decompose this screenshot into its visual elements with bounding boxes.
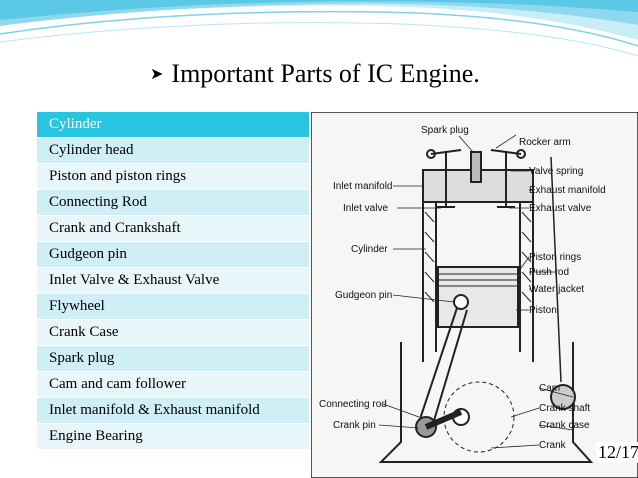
label-rocker-arm: Rocker arm xyxy=(519,137,571,148)
table-row: Cylinder head xyxy=(37,137,309,164)
label-cylinder: Cylinder xyxy=(351,244,388,255)
engine-body-drawing xyxy=(378,149,594,463)
label-cam: Cam xyxy=(539,383,560,394)
table-row: Crank Case xyxy=(37,319,309,346)
label-connecting-rod: Connecting rod xyxy=(319,399,387,410)
bullet-arrow-icon: ➤ xyxy=(150,66,164,83)
table-cell: Flywheel xyxy=(37,293,309,320)
label-exhaust-manifold: Exhaust manifold xyxy=(529,185,606,196)
label-crank-case: Crank case xyxy=(539,420,590,431)
table-cell: Piston and piston rings xyxy=(37,163,309,190)
label-water-jacket: Water jacket xyxy=(529,284,584,295)
table-cell: Cam and cam follower xyxy=(37,371,309,398)
table-cell: Cylinder head xyxy=(37,137,309,164)
table-cell: Crank and Crankshaft xyxy=(37,215,309,242)
table-row: Cam and cam follower xyxy=(37,371,309,398)
table-row: Engine Bearing xyxy=(37,423,309,450)
table-row: Flywheel xyxy=(37,293,309,320)
slide-title-text: Important Parts of IC Engine. xyxy=(171,59,480,88)
table-cell: Inlet Valve & Exhaust Valve xyxy=(37,267,309,294)
label-valve-spring: Valve spring xyxy=(529,166,583,177)
label-exhaust-valve: Exhaust valve xyxy=(529,203,592,214)
table-cell: Crank Case xyxy=(37,319,309,346)
table-cell: Gudgeon pin xyxy=(37,241,309,268)
table-row: Inlet manifold & Exhaust manifold xyxy=(37,397,309,424)
label-gudgeon-pin: Gudgeon pin xyxy=(335,290,392,301)
label-piston: Piston xyxy=(529,305,557,316)
table-row: Gudgeon pin xyxy=(37,241,309,268)
table-cell: Inlet manifold & Exhaust manifold xyxy=(37,397,309,424)
label-crank: Crank xyxy=(539,440,567,451)
table-header-cell: Cylinder xyxy=(37,112,309,138)
header-wave-decoration xyxy=(0,0,638,57)
label-crank-pin: Crank pin xyxy=(333,420,376,431)
label-inlet-manifold: Inlet manifold xyxy=(333,181,392,192)
table-row: Connecting Rod xyxy=(37,189,309,216)
table-header-row: Cylinder xyxy=(37,112,309,138)
table-row: Crank and Crankshaft xyxy=(37,215,309,242)
label-piston-rings: Piston rings xyxy=(529,252,581,263)
page-number: 12/17 xyxy=(596,442,638,463)
label-inlet-valve: Inlet valve xyxy=(343,203,388,214)
table-cell: Engine Bearing xyxy=(37,423,309,450)
label-crank-shaft: Crank shaft xyxy=(539,403,590,414)
label-spark-plug: Spark plug xyxy=(421,125,469,136)
parts-table: Cylinder Cylinder head Piston and piston… xyxy=(37,112,309,450)
table-row: Inlet Valve & Exhaust Valve xyxy=(37,267,309,294)
table-row: Piston and piston rings xyxy=(37,163,309,190)
slide-title: ➤ Important Parts of IC Engine. xyxy=(150,59,480,89)
table-cell: Spark plug xyxy=(37,345,309,372)
table-cell: Connecting Rod xyxy=(37,189,309,216)
engine-diagram: Spark plug Rocker arm Inlet manifold Val… xyxy=(311,112,638,478)
leader-lines xyxy=(378,134,574,449)
label-push-rod: Push rod xyxy=(529,267,569,278)
table-row: Spark plug xyxy=(37,345,309,372)
